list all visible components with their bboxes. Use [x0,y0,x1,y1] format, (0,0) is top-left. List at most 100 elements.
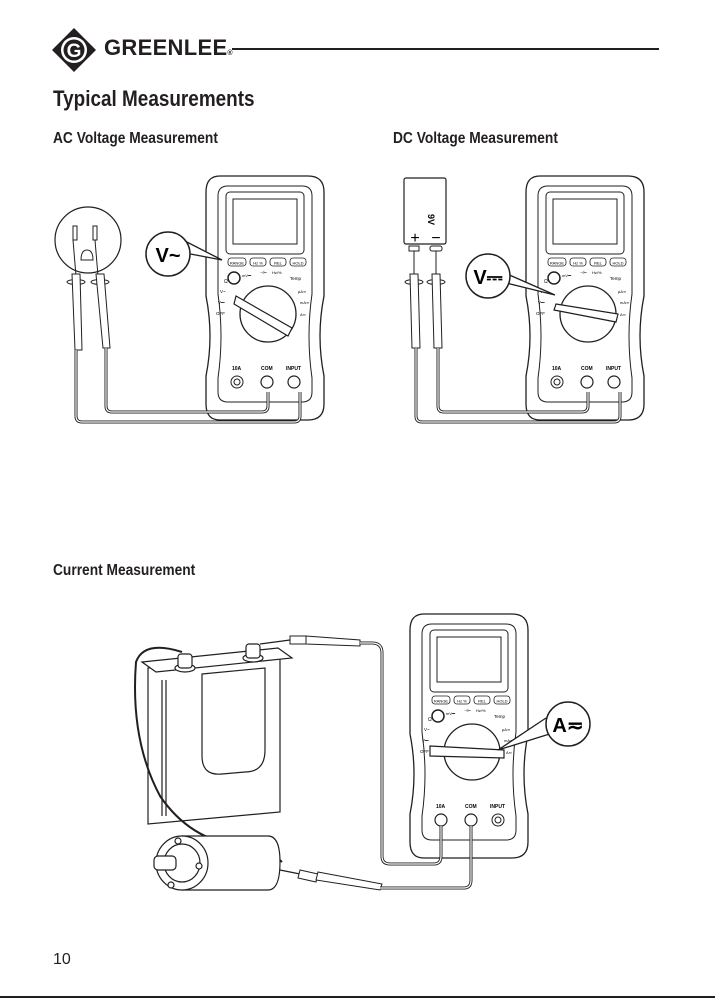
range-button: RANGE [550,261,565,266]
battery-label: 9V [426,214,436,225]
dial-label-temp: Temp [494,714,506,719]
dial-label-vac: V~ [424,727,430,732]
battery-plus-terminal: + [410,230,419,247]
dial-label-hz: Hz/% [272,270,282,275]
jack-label-com: COM [581,366,593,372]
dial-label-ohm: Ω [544,279,548,285]
rel-button: REL [478,699,487,704]
dial-label-hz: Hz/% [592,270,602,275]
dial-label-mv: mV⎓ [446,711,456,716]
jack-label-10a: 10A [436,804,446,810]
callout-bubble [545,701,591,747]
hz-button: Hz % [253,261,263,266]
dial-label-off: OFF [216,311,225,316]
outlet-icon [54,206,122,274]
dial-pointer [553,303,619,323]
hold-button: HOLD [612,261,623,266]
rel-button: REL [274,261,283,266]
header-rule [232,48,659,50]
function-symbol-vac: V~ [155,245,180,267]
backlight-button-icon [547,271,561,285]
dial-label-mv: mV⎓ [562,273,572,278]
battery-minus-terminal: − [431,230,440,247]
dial-pointer [429,745,505,759]
dial-label-off: OFF [536,311,545,316]
jack-10a [550,375,564,389]
motor-icon [153,835,281,891]
dial-label-vac: V~ [220,289,226,294]
hold-button: HOLD [292,261,303,266]
dial-label-temp: Temp [610,276,622,281]
battery-9v-icon [403,177,447,245]
dc-voltage-heading: DC Voltage Measurement [393,130,558,147]
jack-label-10a: 10A [552,366,562,372]
callout-bubble [465,253,511,299]
brand-text: GREENLEE [104,35,228,60]
page-title: Typical Measurements [53,86,255,111]
hz-button: Hz % [573,261,583,266]
jack-com [260,375,274,389]
jack-label-input: INPUT [606,366,621,372]
jack-label-input: INPUT [286,366,301,372]
dial-label-cap: ⊣⊢ [580,270,587,275]
jack-input [607,375,621,389]
dial-label-a: A≂ [300,312,306,317]
dial-label-ua: µA≂ [298,289,306,294]
dial-label-temp: Temp [290,276,302,281]
callout-bubble [145,231,191,277]
dial-label-ua: µA≂ [502,727,510,732]
jack-input [287,375,301,389]
meter-buttons: RANGE Hz % REL HOLD [227,257,307,267]
backlight-button-icon [227,271,241,285]
dial-label-a: A≂ [620,312,626,317]
rel-button: REL [594,261,603,266]
multimeter: RANGE Hz % REL HOLD Ω V~ V⎓ OFF mV⎓ ⊣⊢ H… [205,175,325,421]
dial-label-ohm: Ω [428,717,432,723]
dial-label-ua: µA≂ [618,289,626,294]
ac-voltage-diagram: RANGE Hz % REL HOLD Ω V~ V⎓ OFF mV⎓ ⊣⊢ H… [54,175,325,424]
backlight-button-icon [431,709,445,723]
range-button: RANGE [434,699,449,704]
dial-label-off: OFF [420,749,429,754]
dc-voltage-diagram: RANGE Hz % REL HOLD Ω V~ V⎓ OFF mV⎓ ⊣⊢ H… [403,175,645,424]
jack-com [464,813,478,827]
jack-label-com: COM [261,366,273,372]
dial-label-hz: Hz/% [476,708,486,713]
dial-label-mv: mV⎓ [242,273,252,278]
jack-label-10a: 10A [232,366,242,372]
ac-voltage-heading: AC Voltage Measurement [53,130,218,147]
registered-mark: ® [227,50,233,57]
bottom-rule [0,996,715,998]
dial-label-cap: ⊣⊢ [260,270,267,275]
test-probes [66,239,111,351]
multimeter: RANGE Hz % REL HOLD Ω V~ V⎓ OFF mV⎓ ⊣⊢ H… [525,175,645,421]
logo-letter: G [67,41,82,62]
jack-10a [434,813,448,827]
greenlee-logo-icon: G [52,28,96,72]
dial-label-ma: mA≂ [504,738,513,743]
hold-button: HOLD [496,699,507,704]
range-button: RANGE [230,261,245,266]
dial-label-vdc: V⎓ [538,300,545,305]
hz-button: Hz % [457,699,467,704]
dial-label-vdc: V⎓ [422,738,429,743]
jack-label-input: INPUT [490,804,505,810]
jack-input [491,813,505,827]
function-symbol-vdc: V⎓ [473,267,502,289]
test-probes [404,251,446,349]
page-number: 10 [53,951,71,968]
dial-label-ohm: Ω [224,279,228,285]
dial-label-cap: ⊣⊢ [464,708,471,713]
dial-label-ma: mA≂ [300,300,309,305]
current-heading: Current Measurement [53,562,196,579]
current-diagram: RANGE Hz % REL HOLD Ω V~ V⎓ OFF mV⎓ ⊣⊢ H… [134,613,591,891]
function-symbol-amps: A≂ [552,715,583,737]
dial-label-vdc: V⎓ [218,300,225,305]
jack-10a [230,375,244,389]
dial-pointer [233,295,293,337]
dial-label-ma: mA≂ [620,300,629,305]
battery-icon [140,643,294,825]
jack-label-com: COM [465,804,477,810]
dial-label-a: A≂ [506,750,512,755]
multimeter: RANGE Hz % REL HOLD Ω V~ V⎓ OFF mV⎓ ⊣⊢ H… [409,613,529,859]
